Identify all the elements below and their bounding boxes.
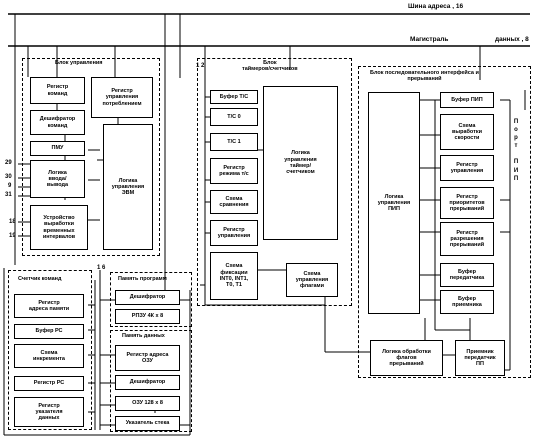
data-bus-label-right: данных , 8	[495, 36, 529, 43]
pin-30: 30	[5, 174, 12, 180]
control-unit-group	[22, 58, 160, 256]
command-decoder: Дешифратор команд	[30, 110, 85, 135]
compare-circuit: Схема сравнения	[210, 190, 258, 214]
program-memory-group	[110, 272, 192, 327]
pin-31: 31	[5, 192, 12, 198]
tc0-block: Т/С 0	[210, 108, 258, 126]
program-rom: РПЗУ 4К х 8	[115, 309, 180, 324]
serial-unit-group	[358, 66, 531, 378]
interrupt-flags-logic: Логика обработки флагов прерываний	[370, 340, 443, 376]
ram-block: ОЗУ 128 х 8	[115, 396, 180, 411]
address-bus-label: Шина адреса , 16	[408, 3, 464, 10]
control-unit-label: Блок управления	[55, 60, 103, 66]
pin-18: 18	[9, 219, 16, 225]
pin-19: 19	[9, 233, 16, 239]
buffer-pc: Буфер РС	[14, 324, 84, 339]
serial-transceiver: Приемник передатчик ПП	[455, 340, 505, 376]
tc1-block: Т/С 1	[210, 133, 258, 151]
increment-circuit: Схема инкремента	[14, 344, 84, 368]
data-decoder: Дешифратор	[115, 375, 180, 390]
data-memory-group	[110, 330, 192, 432]
command-register: Регистр команд	[30, 77, 85, 104]
data-bus-label-left: Магистраль	[410, 36, 449, 43]
timer-control-register: Регистр управления	[210, 220, 258, 246]
pmu-block: ПМУ	[30, 141, 85, 156]
io-logic: Логика ввода/ вывода	[30, 160, 85, 198]
command-counter-group	[8, 270, 92, 430]
command-counter-label: Счетчик команд	[18, 276, 62, 282]
buffer-pip: Буфер ПИП	[440, 92, 494, 108]
pin-29: 29	[5, 160, 12, 166]
memory-address-register: Регистр адреса памяти	[14, 294, 84, 318]
timer-unit-number: 1 2	[196, 63, 205, 69]
receiver-buffer: Буфер приемника	[440, 290, 494, 314]
interrupt-priority-register: Регистр приоритетов прерываний	[440, 187, 494, 219]
program-memory-label: Память программ	[118, 276, 167, 282]
timing-device: Устройство выработки временных интервало…	[30, 205, 88, 250]
sixteen-label: 1 6	[97, 265, 106, 271]
data-memory-label: Память данных	[122, 333, 165, 339]
timer-unit-label: Блок таймеров/счетчиков	[242, 60, 298, 73]
tc-mode-register: Регистр режима т/с	[210, 158, 258, 184]
flags-control-circuit: Схема управления флагами	[286, 263, 338, 297]
stack-pointer: Указатель стека	[115, 416, 180, 431]
serial-unit-label: Блок последовательного интерфейса и прер…	[370, 70, 479, 83]
sp-control-logic: Логика управления ПИП	[368, 92, 420, 314]
serial-control-register: Регистр управления	[440, 155, 494, 181]
data-pointer-register: Регистр указателя данных	[14, 397, 84, 427]
timer-unit-group	[197, 58, 352, 306]
transmitter-buffer: Буфер передатчика	[440, 263, 494, 287]
timer-control-logic: Логика управления таймер/ счетчиком	[263, 86, 338, 240]
baud-rate-circuit: Схема выработки скорости	[440, 114, 494, 150]
program-decoder: Дешифратор	[115, 290, 180, 305]
ram-address-register: Регистр адреса ОЗУ	[115, 345, 180, 371]
cpu-control-logic: Логика управления ЭВМ	[103, 124, 153, 250]
buffer-tc: Буфер Т/С	[210, 90, 258, 104]
serial-port-label: П о р т П И П	[513, 119, 519, 182]
interrupt-flags-circuit: Схема фиксации INT0, INT1, T0, T1	[210, 252, 258, 300]
power-control-register: Регистр управления потреблением	[91, 77, 153, 118]
pin-9: 9	[8, 183, 12, 189]
interrupt-enable-register: Регистр разрешения прерываний	[440, 222, 494, 256]
pc-register: Регистр РС	[14, 376, 84, 391]
